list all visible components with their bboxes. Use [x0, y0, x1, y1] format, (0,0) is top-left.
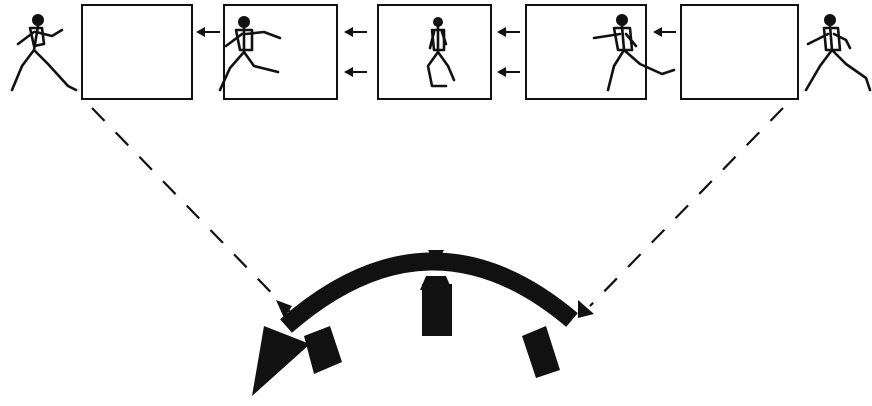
arrow-frame3-to-frame2-top — [344, 27, 367, 37]
arrow-frame5-to-frame4 — [653, 27, 676, 37]
runner-left-outside — [10, 14, 78, 92]
runner-right-outside — [804, 14, 872, 92]
frame-5 — [680, 4, 799, 100]
runner-frame-3 — [426, 17, 456, 88]
sight-line-left — [91, 107, 291, 313]
sight-line-right — [589, 107, 784, 307]
arrow-frame4-to-frame3-bottom — [497, 67, 520, 77]
arrow-frame4-to-frame3-top — [497, 27, 520, 37]
camera-right — [522, 300, 594, 378]
frame-1 — [81, 4, 193, 100]
runner-frame-4 — [592, 14, 676, 92]
camera-center — [420, 250, 452, 336]
arrow-frame3-to-frame2-bottom — [344, 67, 367, 77]
runner-frame-2 — [218, 16, 282, 92]
camera-left — [276, 300, 342, 374]
arrow-frame2-to-frame1 — [196, 27, 220, 37]
camera-track-arrow — [252, 252, 578, 396]
